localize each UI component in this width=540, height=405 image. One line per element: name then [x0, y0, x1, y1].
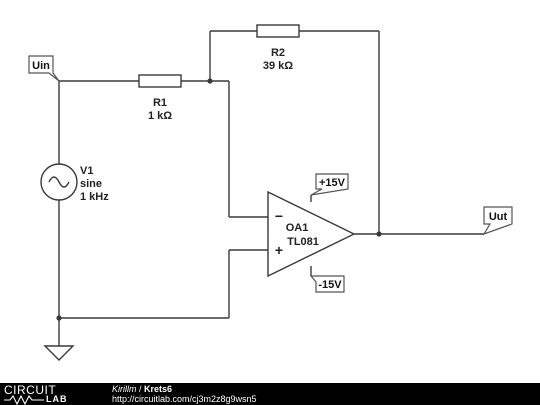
- net-label-vneg[interactable]: -15V: [309, 275, 345, 293]
- author-link[interactable]: Kirillm: [112, 384, 137, 394]
- net-label-vneg-text: -15V: [318, 279, 342, 291]
- circuit-title[interactable]: Krets6: [144, 384, 173, 394]
- net-label-vpos-text: +15V: [319, 177, 346, 189]
- breadcrumb-separator: /: [136, 384, 145, 394]
- opamp-name: OA1: [286, 222, 309, 234]
- v1-frequency: 1 kHz: [80, 191, 109, 203]
- breadcrumb: Kirillm / Krets6: [112, 384, 172, 394]
- junction-dot: [207, 78, 213, 84]
- r2-name: R2: [271, 47, 285, 59]
- net-label-vpos[interactable]: +15V: [310, 173, 349, 196]
- opamp-model: TL081: [287, 236, 319, 248]
- net-label-uin-text: Uin: [32, 60, 50, 72]
- net-label-uut[interactable]: Uut: [482, 206, 513, 236]
- resistor-r2[interactable]: R2 39 kΩ: [256, 24, 300, 72]
- opamp-inverting-symbol: −: [275, 208, 283, 224]
- ground-symbol: [43, 345, 75, 361]
- wires: [58, 30, 484, 346]
- resistor-r1[interactable]: R1 1 kΩ: [138, 74, 182, 122]
- net-label-uut-text: Uut: [489, 211, 508, 223]
- v1-name: V1: [80, 165, 93, 177]
- junction-dot: [376, 231, 382, 237]
- circuitlab-logo[interactable]: CIRCUIT LAB: [4, 383, 104, 405]
- logo-text-bottom: LAB: [46, 394, 68, 404]
- footer-bar: CIRCUIT LAB Kirillm / Krets6 http://circ…: [0, 383, 540, 405]
- r1-value: 1 kΩ: [148, 110, 172, 122]
- opamp-oa1[interactable]: − + OA1 TL081: [267, 190, 356, 278]
- logo-text-top: CIRCUIT: [4, 383, 57, 397]
- junction-dot: [56, 315, 62, 321]
- schematic-canvas: R1 1 kΩ R2 39 kΩ V1 sine 1 kHz − + OA1 T…: [28, 24, 513, 361]
- voltage-source-v1[interactable]: V1 sine 1 kHz: [40, 163, 109, 203]
- net-label-uin[interactable]: Uin: [28, 55, 60, 82]
- r1-name: R1: [153, 97, 167, 109]
- resistor-wave-icon: [4, 395, 44, 405]
- r2-value: 39 kΩ: [263, 60, 293, 72]
- circuit-url[interactable]: http://circuitlab.com/cj3m2z8g9wsn5: [112, 394, 257, 404]
- v1-type: sine: [80, 178, 102, 190]
- opamp-noninverting-symbol: +: [275, 242, 283, 258]
- sine-wave-icon: [48, 176, 70, 188]
